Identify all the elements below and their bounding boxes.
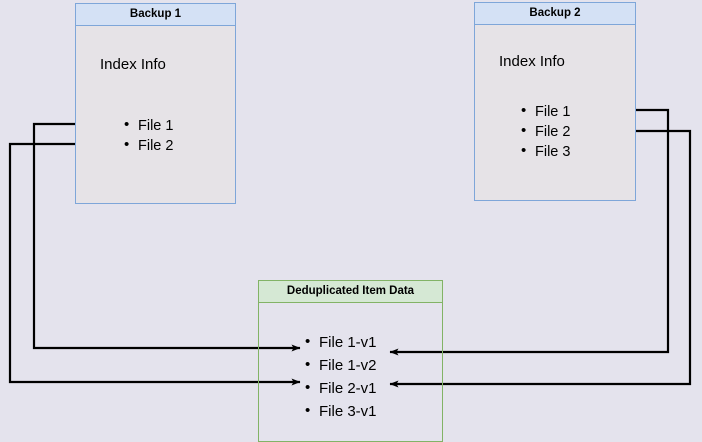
- list-item[interactable]: File 3: [519, 141, 570, 162]
- list-item[interactable]: File 1: [122, 115, 173, 136]
- connector-backup2-file2: [389, 129, 692, 388]
- connector-backup1-file2: [8, 142, 301, 386]
- backup-2-box[interactable]: Backup 2 Index Info File 1 File 2 File 3: [474, 2, 636, 201]
- deduplicated-item-data-box[interactable]: Deduplicated Item Data File 1-v1 File 1-…: [258, 280, 443, 442]
- backup-2-body: Index Info File 1 File 2 File 3: [475, 25, 635, 200]
- list-item[interactable]: File 1: [519, 101, 570, 122]
- list-item[interactable]: File 2: [122, 135, 173, 156]
- backup-1-file-list: File 1 File 2: [122, 115, 173, 156]
- backup-1-body: Index Info File 1 File 2: [76, 26, 235, 203]
- list-item[interactable]: File 2: [519, 121, 570, 142]
- backup-1-box[interactable]: Backup 1 Index Info File 1 File 2: [75, 3, 236, 204]
- list-item[interactable]: File 2-v1: [303, 376, 377, 400]
- backup-2-index-info-label: Index Info: [499, 53, 565, 70]
- backup-1-title: Backup 1: [76, 4, 235, 26]
- backup-2-file-list: File 1 File 2 File 3: [519, 101, 570, 162]
- dedup-file-list: File 1-v1 File 1-v2 File 2-v1 File 3-v1: [303, 330, 377, 423]
- backup-2-title: Backup 2: [475, 3, 635, 25]
- list-item[interactable]: File 1-v2: [303, 353, 377, 377]
- backup-1-index-info-label: Index Info: [100, 56, 166, 73]
- deduplicated-item-data-body: File 1-v1 File 1-v2 File 2-v1 File 3-v1: [259, 303, 442, 441]
- list-item[interactable]: File 3-v1: [303, 399, 377, 423]
- deduplicated-item-data-title: Deduplicated Item Data: [259, 281, 442, 303]
- list-item[interactable]: File 1-v1: [303, 330, 377, 354]
